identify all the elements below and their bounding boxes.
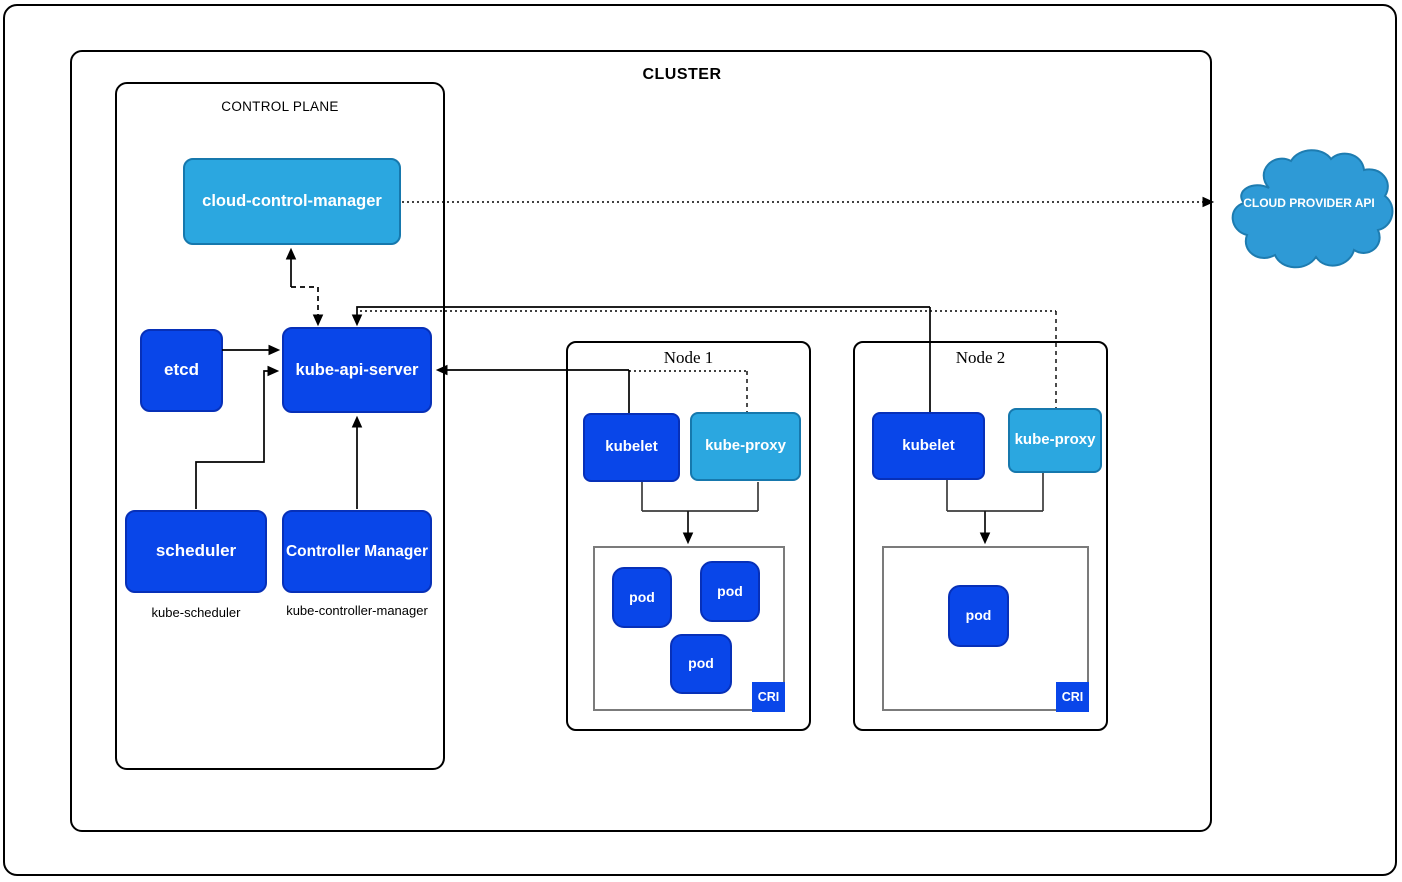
outer-frame: [3, 4, 1397, 876]
node2-kubelet-box: kubelet: [872, 412, 985, 480]
node1-kube-proxy-box: kube-proxy: [690, 412, 801, 481]
controller-manager-box: Controller Manager: [282, 510, 432, 593]
node2-cri-badge: CRI: [1056, 682, 1089, 712]
node-2-title: Node 2: [955, 348, 1006, 367]
cloud-icon: [1231, 149, 1394, 269]
node1-pod-3: pod: [670, 634, 732, 694]
node2-pod-1: pod: [948, 585, 1009, 647]
node-1-box: [566, 341, 811, 731]
control-plane-title: CONTROL PLANE: [221, 99, 339, 114]
cluster-box: [70, 50, 1212, 832]
etcd-box: etcd: [140, 329, 223, 412]
kube-controller-manager-caption: kube-controller-manager: [286, 603, 428, 618]
node-2-box: [853, 341, 1108, 731]
cloud-provider-api-label: CLOUD PROVIDER API: [1243, 196, 1375, 210]
node2-kube-proxy-box: kube-proxy: [1008, 408, 1102, 473]
kube-scheduler-caption: kube-scheduler: [151, 605, 241, 620]
node-1-title: Node 1: [663, 348, 714, 367]
kube-api-server-box: kube-api-server: [282, 327, 432, 413]
cluster-title: CLUSTER: [642, 66, 722, 83]
node1-cri-badge: CRI: [752, 682, 785, 712]
node1-pod-2: pod: [700, 561, 760, 622]
node1-kubelet-box: kubelet: [583, 413, 680, 482]
scheduler-box: scheduler: [125, 510, 267, 593]
cloud-provider-api-shape: [1231, 149, 1394, 269]
control-plane-box: [115, 82, 445, 770]
cloud-control-manager-box: cloud-control-manager: [183, 158, 401, 245]
node2-pods-container: [882, 546, 1089, 711]
node1-pod-1: pod: [612, 567, 672, 628]
